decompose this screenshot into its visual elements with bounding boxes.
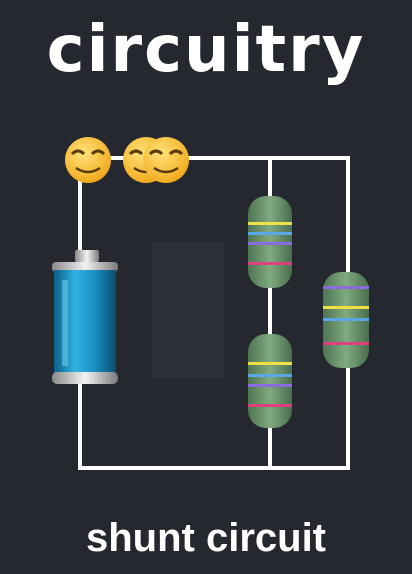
diagram-caption: shunt circuit <box>85 516 327 560</box>
battery-icon <box>52 250 118 384</box>
resistor-icon <box>323 272 369 368</box>
resistor-icon <box>248 334 292 428</box>
resistor-icon <box>248 196 292 288</box>
smiling-face-icon <box>65 137 111 183</box>
background-panel <box>152 242 224 378</box>
smiling-face-icon <box>143 137 189 183</box>
page-title: circuitry <box>46 13 366 87</box>
